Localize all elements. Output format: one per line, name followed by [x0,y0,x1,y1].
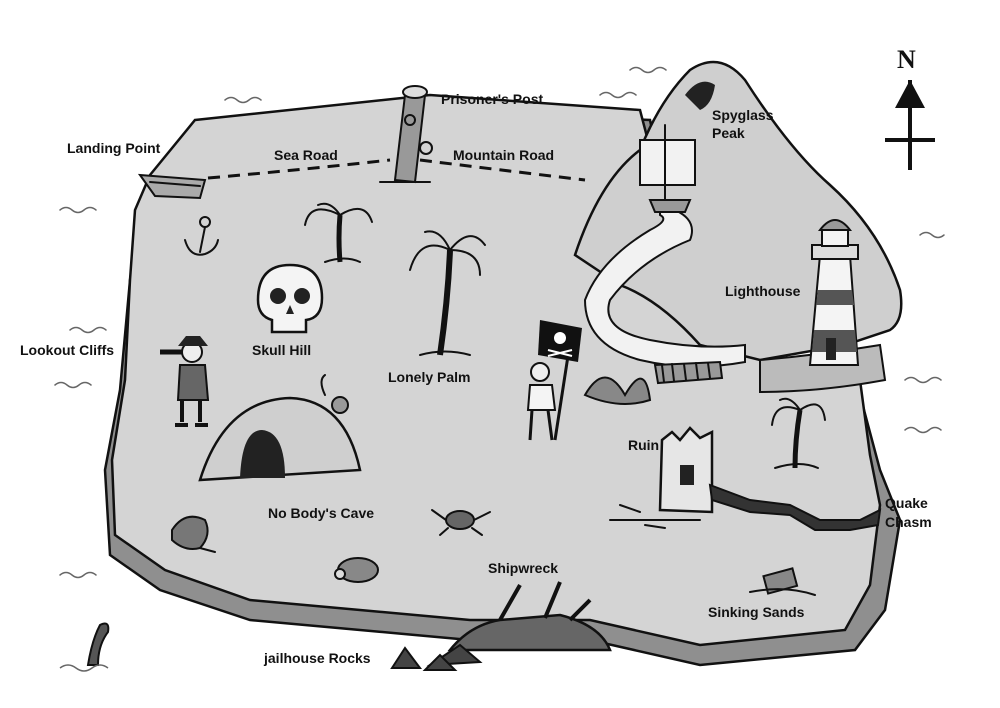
lighthouse-icon [759,219,887,394]
compass-north-label: N [897,45,916,74]
post-icon [379,85,433,184]
whale-tail-icon [59,622,110,672]
fern-icon [583,376,652,405]
cave-icon [198,396,362,482]
label-lookout-cliffs: Lookout Cliffs [20,342,114,358]
label-landing-point: Landing Point [67,140,161,156]
jailhouse-rocks [390,646,458,671]
north-arrow-icon [885,80,935,170]
mountain-path [583,203,746,368]
label-sinking-sands: Sinking Sands [708,604,805,620]
sea-road-path [207,158,391,180]
label-shipwreck: Shipwreck [488,560,558,576]
mountain-cave-shadow [685,81,715,110]
crab-icon [431,509,491,536]
skull-icon [256,263,324,334]
label-spyglass-peak-line1: Spyglass [712,107,774,123]
label-no-bodys-cave: No Body's Cave [268,505,374,521]
label-quake-chasm-line2: Chasm [885,514,932,530]
label-skull-hill: Skull Hill [252,342,311,358]
anchor-icon [184,216,219,256]
palm-tree-icon [304,202,373,263]
treasure-chest-icon [749,567,816,596]
pirate-icon [160,336,210,427]
label-spyglass-peak-line2: Peak [712,125,745,141]
label-ruin: Ruin [628,437,659,453]
mountain-road-path [419,158,586,182]
label-mountain-road: Mountain Road [453,147,554,163]
label-lighthouse: Lighthouse [725,283,801,299]
bridge-icon [653,360,724,385]
palm-tree-icon [409,230,486,356]
label-lonely-palm: Lonely Palm [388,369,470,385]
pirate-icon [526,362,557,441]
monkey-icon [320,374,349,414]
quake-chasm [708,483,882,531]
label-quake-chasm-line1: Quake [885,495,928,511]
rowboat-icon [137,173,207,200]
pirate-flag-icon [538,320,582,441]
turtle-icon [334,557,379,583]
label-prisoners-post: Prisoner's Post [441,91,543,107]
label-jailhouse-rocks: jailhouse Rocks [263,650,371,666]
parrot-icon [171,515,216,553]
sail-ship-icon [639,124,696,213]
palm-tree-icon [771,397,826,469]
label-sea-road: Sea Road [274,147,338,163]
